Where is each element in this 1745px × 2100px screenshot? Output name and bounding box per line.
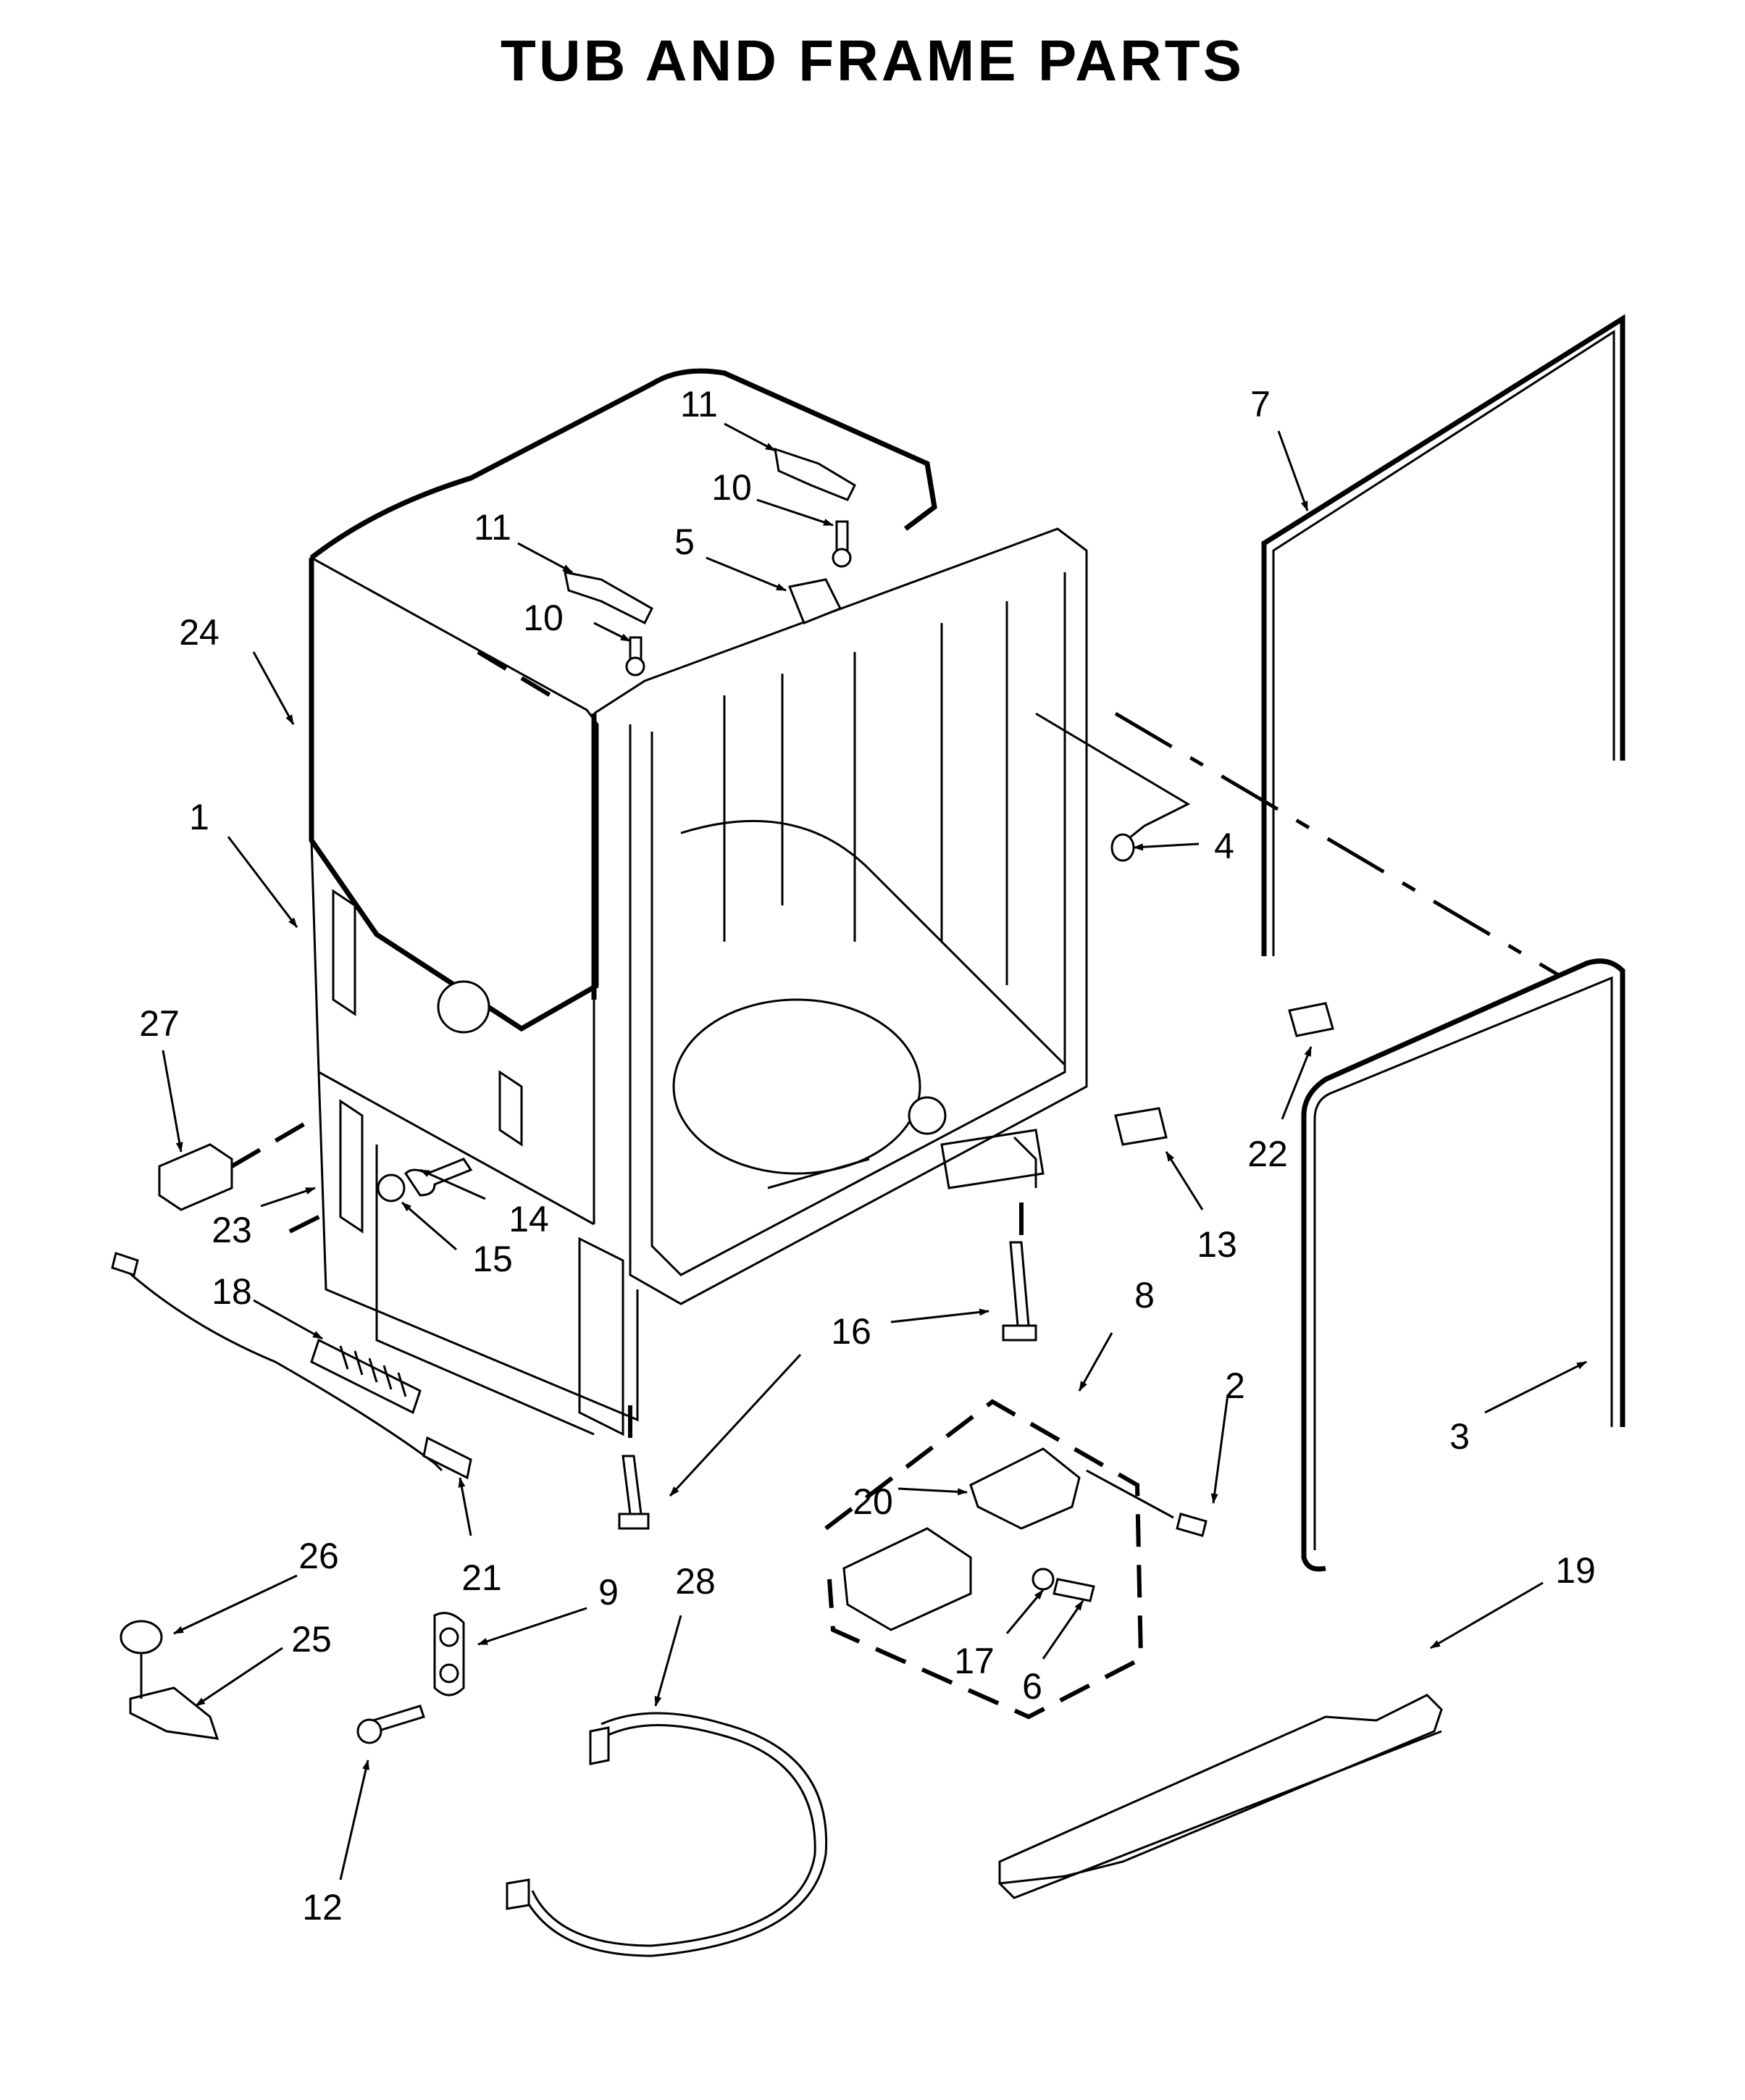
plug-wire <box>1035 712 1191 842</box>
part-22-drawing <box>1288 1002 1334 1037</box>
plug-part-4 <box>1110 833 1135 862</box>
part-20-drawing <box>969 1447 1081 1530</box>
callout-10-top: 10 <box>711 467 752 508</box>
part-2-drawing <box>1176 1513 1208 1537</box>
callout-15: 15 <box>472 1239 513 1279</box>
callout-22: 22 <box>1247 1134 1288 1174</box>
brackets-and-screws <box>564 447 856 677</box>
hose-fitting <box>589 1726 610 1765</box>
callout-8: 8 <box>1134 1275 1155 1315</box>
callout-26: 26 <box>298 1536 339 1576</box>
callout-28: 28 <box>675 1561 716 1602</box>
leader-lines <box>162 422 1587 1881</box>
callout-20: 20 <box>853 1481 893 1522</box>
hose-fitting <box>506 1878 530 1910</box>
callout-16: 16 <box>831 1311 871 1352</box>
callout-9: 9 <box>598 1572 619 1612</box>
page-title: TUB AND FRAME PARTS <box>500 28 1245 93</box>
callout-13: 13 <box>1197 1224 1237 1265</box>
alignment-line <box>230 1113 335 1234</box>
callout-10-left: 10 <box>523 598 564 638</box>
callout-2: 2 <box>1225 1365 1245 1406</box>
callout-17: 17 <box>954 1641 995 1681</box>
callout-14: 14 <box>509 1199 549 1239</box>
alignment-line <box>1086 1469 1174 1519</box>
part-19-drawing <box>998 1694 1443 1885</box>
callout-7: 7 <box>1250 384 1271 424</box>
part-27-drawing <box>158 1143 233 1211</box>
callout-11-top: 11 <box>680 384 718 424</box>
hose-drawing <box>520 1712 828 1957</box>
part-13-drawing <box>1114 1107 1168 1146</box>
part-19-edge <box>998 1730 1442 1899</box>
callout-21: 21 <box>461 1557 502 1598</box>
spring-and-harness <box>111 1252 472 1480</box>
callout-27: 27 <box>139 1003 180 1044</box>
callout-6: 6 <box>1022 1666 1042 1707</box>
callout-25: 25 <box>291 1619 332 1660</box>
assembly-8-outline <box>824 1399 1144 1720</box>
tub-assembly-drawing <box>309 368 1088 1436</box>
callout-3: 3 <box>1449 1416 1470 1457</box>
lower-small-parts <box>120 1612 465 1744</box>
door-seal-drawing <box>1301 958 1625 1572</box>
callout-11-left: 11 <box>474 507 511 548</box>
alignment-line <box>477 650 552 698</box>
callout-12: 12 <box>302 1887 343 1928</box>
bracket-drawing <box>842 1527 972 1631</box>
callout-19: 19 <box>1555 1550 1596 1591</box>
callout-5: 5 <box>674 522 695 562</box>
callout-18: 18 <box>212 1271 252 1312</box>
hose-drawing-inner <box>531 1724 816 1947</box>
callout-labels: 24 1 11 10 11 10 5 7 4 22 13 27 23 14 15… <box>139 384 1596 1928</box>
callout-23: 23 <box>212 1210 252 1250</box>
part-6-drawing <box>1053 1578 1095 1602</box>
callout-24: 24 <box>179 612 219 653</box>
door-gasket-top-drawing <box>1261 314 1625 956</box>
alignment-line <box>1114 711 1559 976</box>
callout-4: 4 <box>1214 826 1234 866</box>
callout-1: 1 <box>189 797 209 837</box>
leveling-leg-drawing <box>618 1202 1037 1530</box>
part-17-drawing <box>1031 1568 1055 1591</box>
part-15-drawing <box>377 1174 406 1202</box>
